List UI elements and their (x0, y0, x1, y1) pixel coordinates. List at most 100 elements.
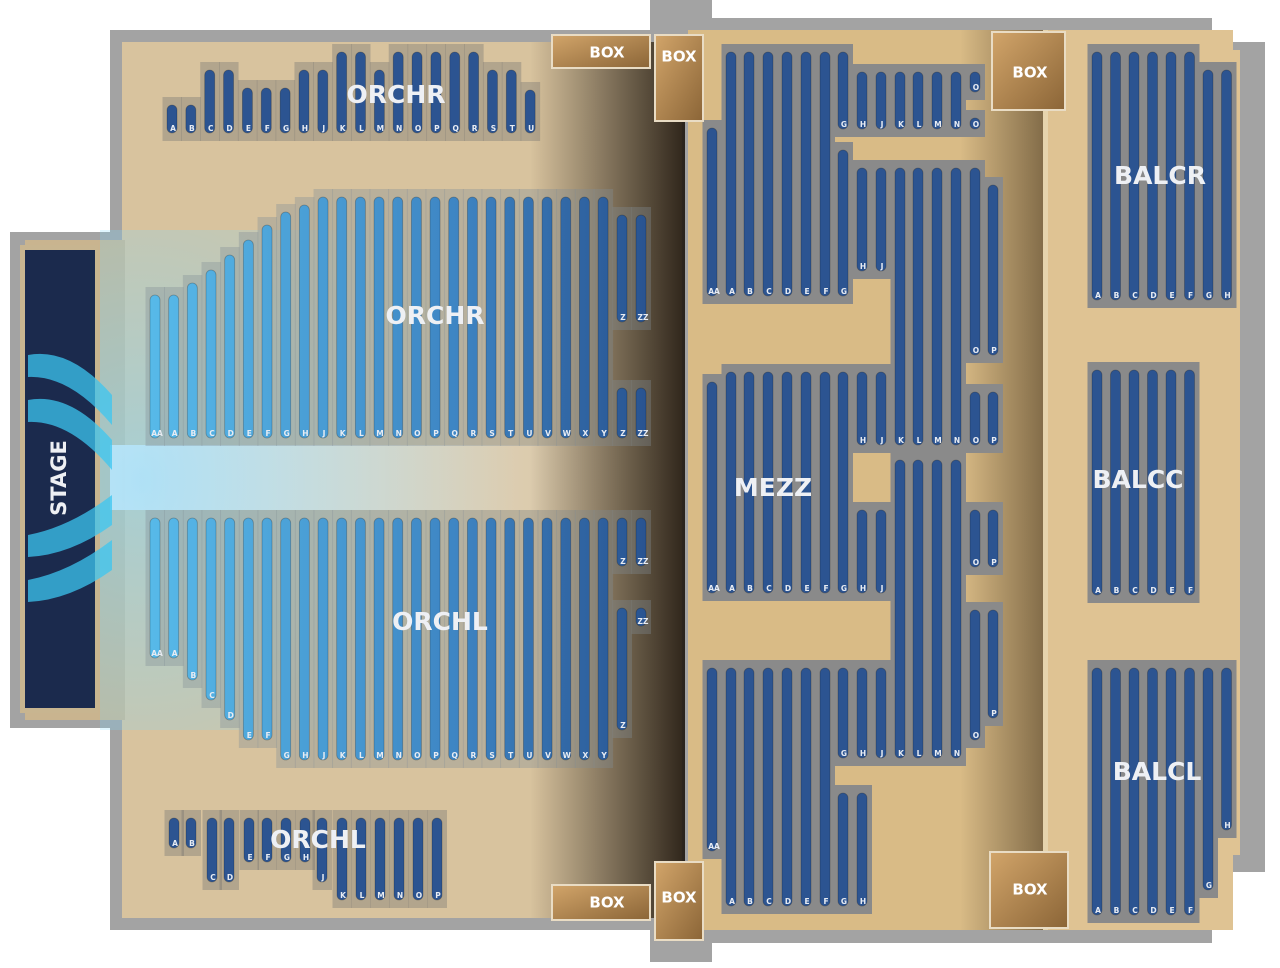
seat-row[interactable]: H (856, 792, 868, 907)
seat-row[interactable]: V (541, 517, 553, 761)
seat-row-bar[interactable] (523, 517, 534, 761)
seat-row[interactable]: F (260, 87, 272, 134)
seat-row[interactable]: B (185, 817, 197, 849)
seat-row[interactable]: A (168, 294, 180, 439)
seat-row[interactable]: AA (706, 667, 720, 852)
seat-row-bar[interactable] (223, 69, 234, 134)
seat-row-bar[interactable] (1128, 369, 1140, 596)
seat-row[interactable]: Z (616, 214, 628, 323)
seat-row-bar[interactable] (186, 517, 198, 681)
seat-row-bar[interactable] (373, 196, 385, 439)
seat-row-bar[interactable] (560, 517, 572, 761)
seat-row-bar[interactable] (261, 817, 273, 863)
box-seats[interactable]: BOX BOX BOX BOX BOX BOX (551, 31, 1069, 941)
seat-row[interactable]: P (987, 509, 999, 568)
seat-row[interactable]: D (223, 817, 235, 883)
seat-row[interactable]: E (1165, 667, 1177, 916)
seat-row-bar[interactable] (781, 371, 793, 594)
seat-row-bar[interactable] (856, 167, 868, 272)
seat-row[interactable]: F (1184, 51, 1195, 301)
seat-row-bar[interactable] (819, 51, 831, 297)
seat-row-bar[interactable] (149, 517, 161, 659)
seat-row-bar[interactable] (1165, 51, 1177, 301)
seat-row[interactable]: H (856, 71, 868, 130)
seat-row-bar[interactable] (373, 517, 385, 761)
seat-row[interactable]: H (1221, 69, 1232, 301)
seat-row[interactable]: B (743, 667, 755, 907)
seat-row[interactable]: D (781, 667, 793, 907)
seat-row[interactable]: F (261, 517, 273, 741)
seat-row-bar[interactable] (280, 211, 292, 439)
seat-row-bar[interactable] (429, 196, 441, 439)
seat-row-bar[interactable] (1202, 69, 1214, 301)
seat-row-bar[interactable] (224, 254, 236, 439)
seat-row[interactable]: D (224, 517, 236, 721)
seat-row-bar[interactable] (392, 51, 404, 134)
seat-row[interactable]: T (504, 517, 516, 761)
seat-row-bar[interactable] (931, 167, 943, 446)
seat-row[interactable]: L (912, 459, 924, 759)
seat-row[interactable]: A (166, 104, 178, 134)
seat-row[interactable]: AA (149, 517, 163, 659)
seat-row[interactable]: K (336, 517, 348, 761)
seat-row[interactable]: D (224, 254, 236, 439)
seat-row[interactable]: N (950, 167, 962, 446)
box-top-left[interactable]: BOX (551, 34, 651, 69)
seat-row[interactable]: S (485, 196, 497, 439)
seat-row-bar[interactable] (485, 517, 497, 761)
seat-row-bar[interactable] (969, 167, 981, 356)
seat-row[interactable]: A (725, 667, 737, 907)
seat-row[interactable]: F (1184, 667, 1195, 916)
seat-row[interactable]: G (280, 211, 292, 439)
seat-row[interactable]: L (355, 51, 366, 134)
seat-row-bar[interactable] (987, 609, 999, 719)
seat-row[interactable]: U (523, 517, 534, 761)
seat-row[interactable]: W (560, 517, 572, 761)
seat-row-bar[interactable] (524, 89, 536, 134)
seat-row-bar[interactable] (950, 459, 962, 759)
seat-row[interactable]: X (579, 196, 590, 439)
seat-row[interactable]: B (743, 51, 755, 297)
seat-row-bar[interactable] (504, 517, 516, 761)
seat-row-bar[interactable] (560, 196, 572, 439)
seat-row-bar[interactable] (837, 51, 849, 130)
seat-row-bar[interactable] (1147, 51, 1158, 301)
seat-row[interactable]: P (987, 391, 999, 446)
seat-row[interactable]: D (781, 371, 793, 594)
seat-row[interactable]: D (1147, 369, 1158, 596)
seat-row[interactable]: A (1091, 369, 1103, 596)
seat-row[interactable]: L (912, 71, 924, 130)
seat-row[interactable]: J (317, 69, 329, 134)
seat-row-bar[interactable] (725, 667, 737, 907)
seat-row[interactable]: J (875, 71, 887, 130)
seat-row-bar[interactable] (743, 667, 755, 907)
seat-row-bar[interactable] (743, 51, 755, 297)
seat-row[interactable]: E (243, 817, 255, 863)
seat-row[interactable]: B (1110, 369, 1121, 596)
seat-row-bar[interactable] (205, 269, 217, 439)
seat-row[interactable]: Z (616, 387, 628, 439)
seat-row-bar[interactable] (317, 69, 329, 134)
seat-row-bar[interactable] (1184, 51, 1195, 301)
seat-row-bar[interactable] (616, 387, 628, 439)
box-top-right[interactable]: BOX (991, 31, 1066, 111)
seat-row[interactable]: AA (706, 127, 720, 297)
seat-row[interactable]: M (931, 459, 943, 759)
seat-row[interactable]: A (168, 517, 180, 659)
seat-row-bar[interactable] (1147, 667, 1158, 916)
seat-row-bar[interactable] (1202, 667, 1214, 891)
seat-row-bar[interactable] (541, 517, 553, 761)
seat-row[interactable]: F (819, 51, 831, 297)
seat-row-bar[interactable] (706, 381, 718, 594)
seat-row-bar[interactable] (1128, 667, 1140, 916)
seat-row[interactable]: S (485, 517, 497, 761)
seat-row-bar[interactable] (298, 204, 310, 439)
seat-row[interactable]: O (410, 196, 422, 439)
seat-row[interactable]: M (373, 196, 385, 439)
seat-row[interactable]: G (280, 817, 292, 863)
seat-row-bar[interactable] (336, 517, 348, 761)
seat-row-bar[interactable] (411, 51, 423, 134)
box-top-center[interactable]: BOX (654, 34, 704, 122)
seat-row[interactable]: J (875, 667, 887, 759)
seat-row[interactable]: O (411, 51, 423, 134)
